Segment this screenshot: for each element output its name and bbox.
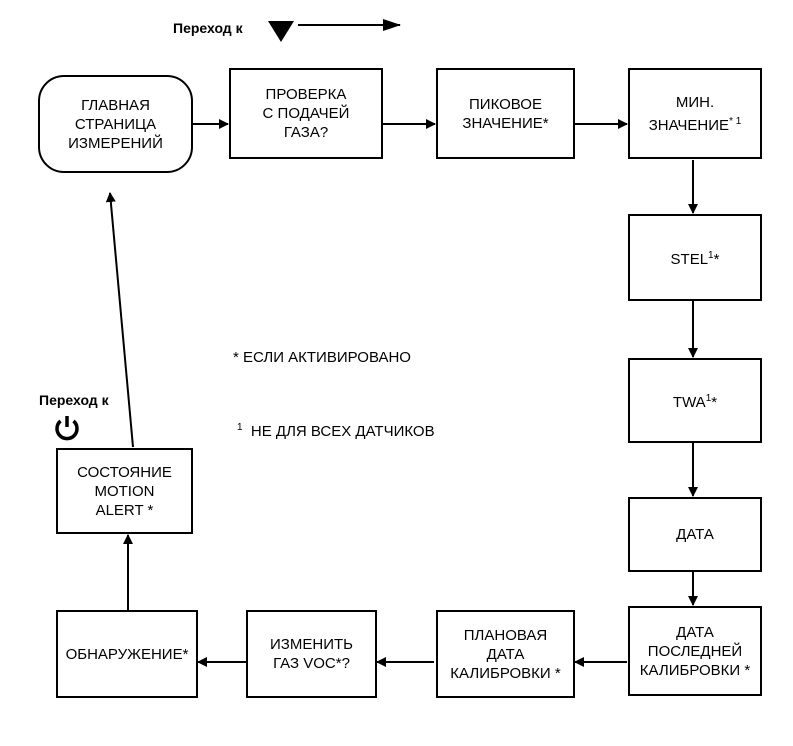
last-calibration-text: ДАТА ПОСЛЕДНЕЙ КАЛИБРОВКИ * [639, 623, 751, 679]
legend-not-all-sensors: 1 НЕ ДЛЯ ВСЕХ ДАТЧИКОВ [237, 422, 435, 440]
min-value-box: МИН. ЗНАЧЕНИЕ* 1 [628, 68, 762, 159]
arrow-motion-to-main [105, 192, 134, 448]
header-goto-label: Переход к [173, 20, 243, 36]
stel-text: STEL1* [670, 250, 720, 268]
due-calibration-text: ПЛАНОВАЯ ДАТА КАЛИБРОВКИ * [450, 626, 561, 682]
date-box: ДАТА [628, 497, 762, 572]
twa-text: TWA1* [672, 393, 718, 411]
last-calibration-box: ДАТА ПОСЛЕДНЕЙ КАЛИБРОВКИ * [628, 606, 762, 696]
legend-sup: 1 [237, 422, 243, 433]
motion-alert-box: СОСТОЯНИЕ MOTION ALERT * [56, 448, 193, 534]
change-voc-gas-text: ИЗМЕНИТЬ ГАЗ VOC*? [270, 636, 353, 672]
bump-test-text: ПРОВЕРКА С ПОДАЧЕЙ ГАЗА? [262, 86, 350, 141]
date-text: ДАТА [676, 526, 714, 543]
legend-activated: * ЕСЛИ АКТИВИРОВАНО [233, 349, 411, 366]
twa-box: TWA1* [628, 358, 762, 443]
side-goto-label: Переход к [39, 392, 109, 408]
due-calibration-box: ПЛАНОВАЯ ДАТА КАЛИБРОВКИ * [436, 610, 575, 698]
down-triangle-icon [268, 21, 294, 42]
detection-text: ОБНАРУЖЕНИЕ* [65, 645, 189, 663]
min-value-note: * 1 [729, 115, 742, 127]
detection-box: ОБНАРУЖЕНИЕ* [56, 610, 198, 698]
peak-value-text: ПИКОВОЕ ЗНАЧЕНИЕ* [462, 95, 549, 132]
bump-test-box: ПРОВЕРКА С ПОДАЧЕЙ ГАЗА? [229, 68, 383, 159]
change-voc-gas-box: ИЗМЕНИТЬ ГАЗ VOC*? [246, 610, 377, 698]
power-icon [55, 416, 79, 441]
peak-value-box: ПИКОВОЕ ЗНАЧЕНИЕ* [436, 68, 575, 159]
main-measurement-page-text: ГЛАВНАЯ СТРАНИЦА ИЗМЕРЕНИЙ [68, 96, 163, 152]
min-value-text: МИН. ЗНАЧЕНИЕ* 1 [648, 93, 742, 134]
motion-alert-text: СОСТОЯНИЕ MOTION ALERT * [77, 463, 172, 519]
main-measurement-page-box: ГЛАВНАЯ СТРАНИЦА ИЗМЕРЕНИЙ [38, 75, 193, 173]
stel-box: STEL1* [628, 214, 762, 301]
